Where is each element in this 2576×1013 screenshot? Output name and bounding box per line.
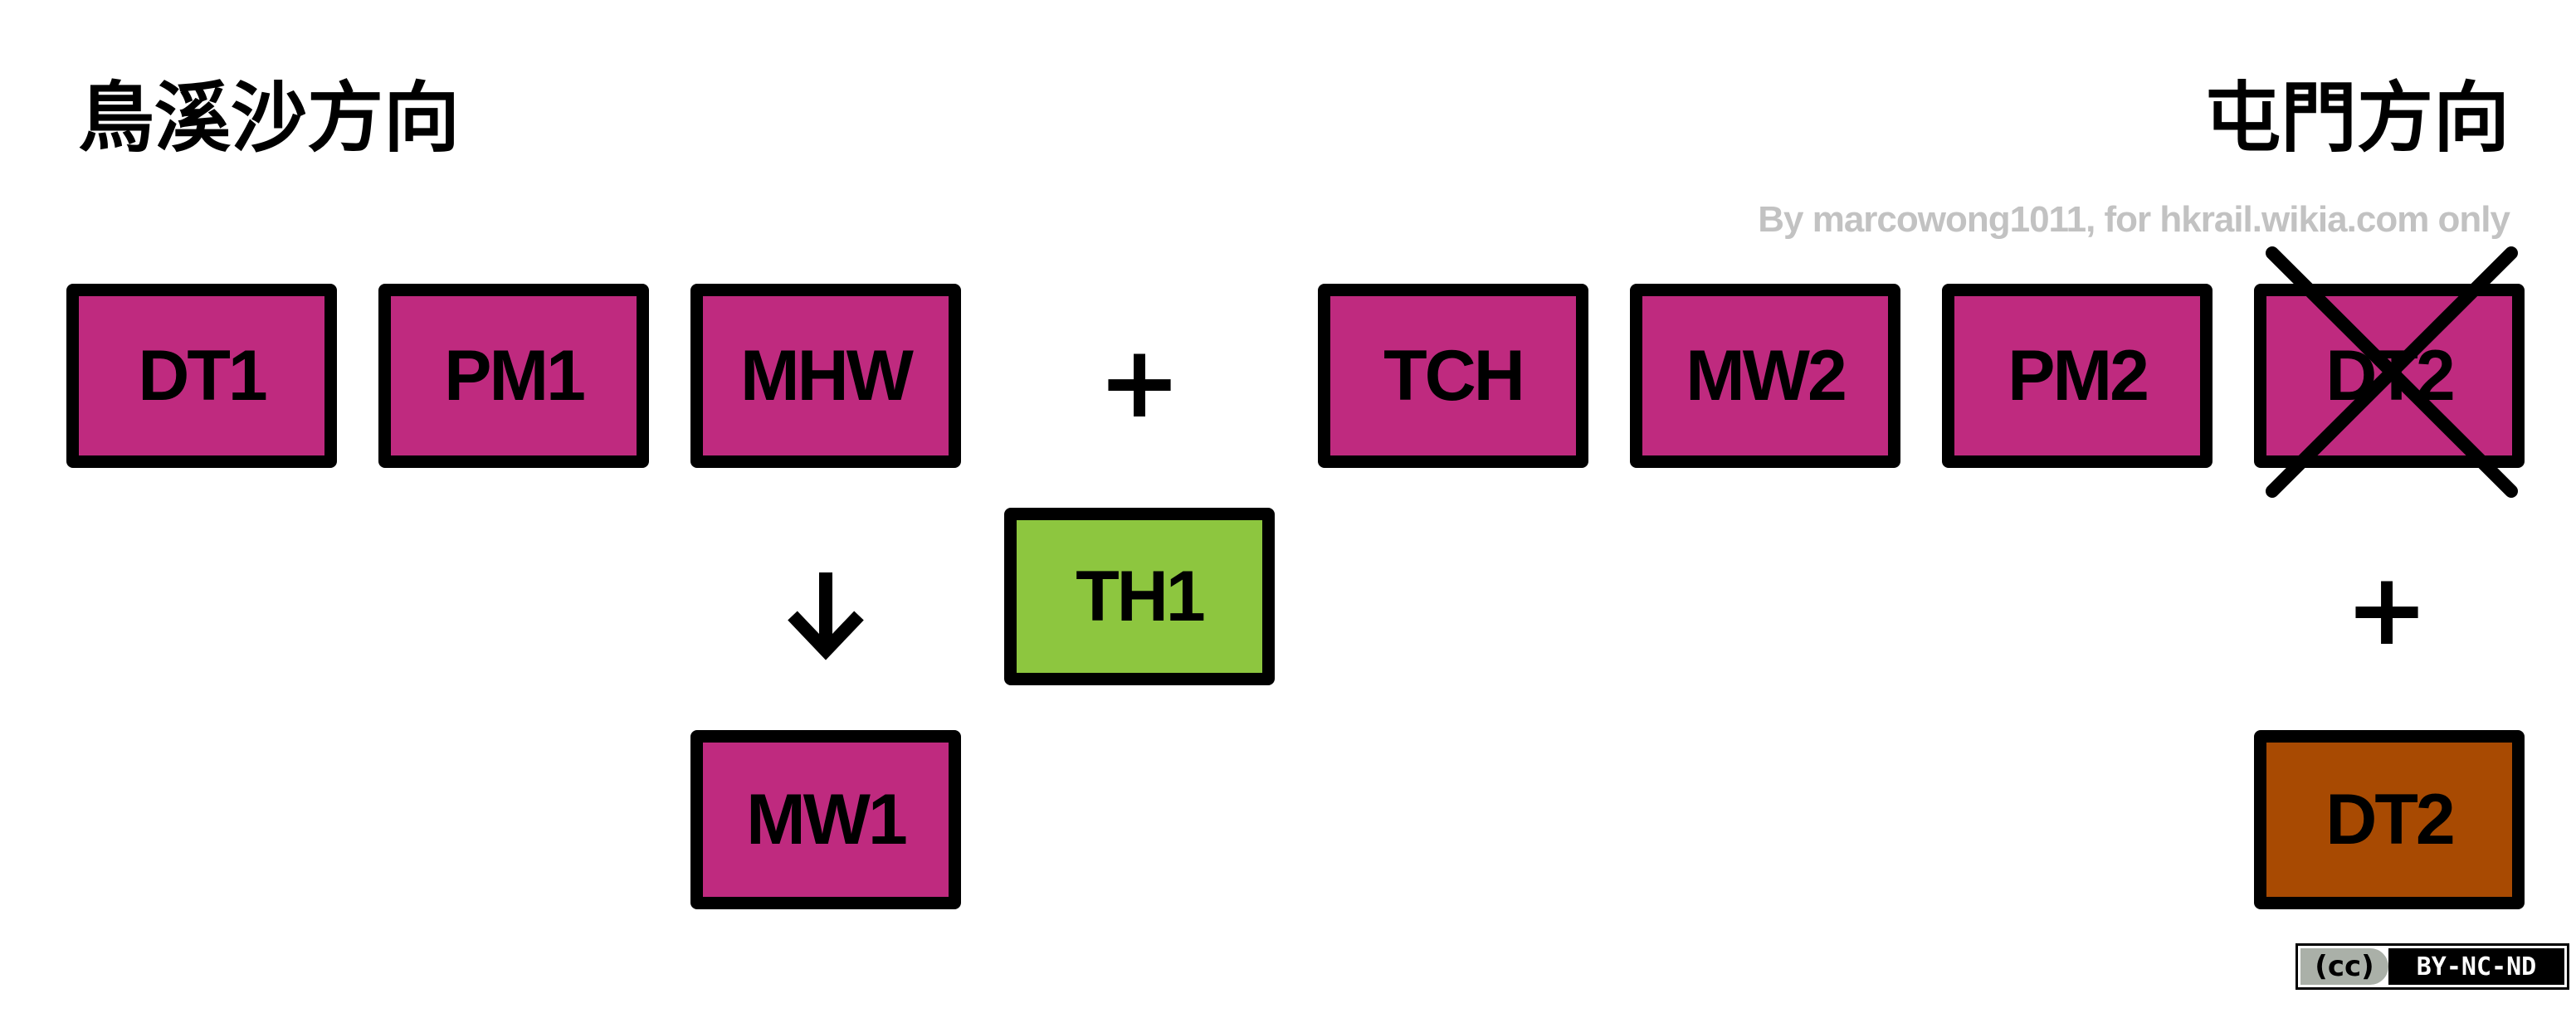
- car-th1-inserted: TH1: [1004, 508, 1275, 685]
- car-mw2: MW2: [1630, 284, 1900, 468]
- car-mhw: MHW: [690, 284, 961, 468]
- plus-sign: +: [1097, 325, 1182, 441]
- license-label: BY-NC-ND: [2388, 948, 2564, 985]
- heading-right: 屯門方向: [2203, 74, 2510, 163]
- car-pm1: PM1: [378, 284, 649, 468]
- car-dt2-removed: DT2: [2254, 284, 2525, 468]
- car-dt2-replacement: DT2: [2254, 730, 2525, 909]
- plus-sign: +: [2344, 553, 2429, 668]
- car-pm2: PM2: [1942, 284, 2213, 468]
- credit-text: By marcowong1011, for hkrail.wikia.com o…: [1758, 199, 2510, 240]
- car-mw1: MW1: [690, 730, 961, 909]
- car-dt1: DT1: [66, 284, 337, 468]
- cc-icon: (cc): [2300, 948, 2388, 985]
- heading-left: 鳥溪沙方向: [78, 74, 461, 163]
- car-tch: TCH: [1318, 284, 1588, 468]
- license-badge: (cc) BY-NC-ND: [2295, 943, 2569, 990]
